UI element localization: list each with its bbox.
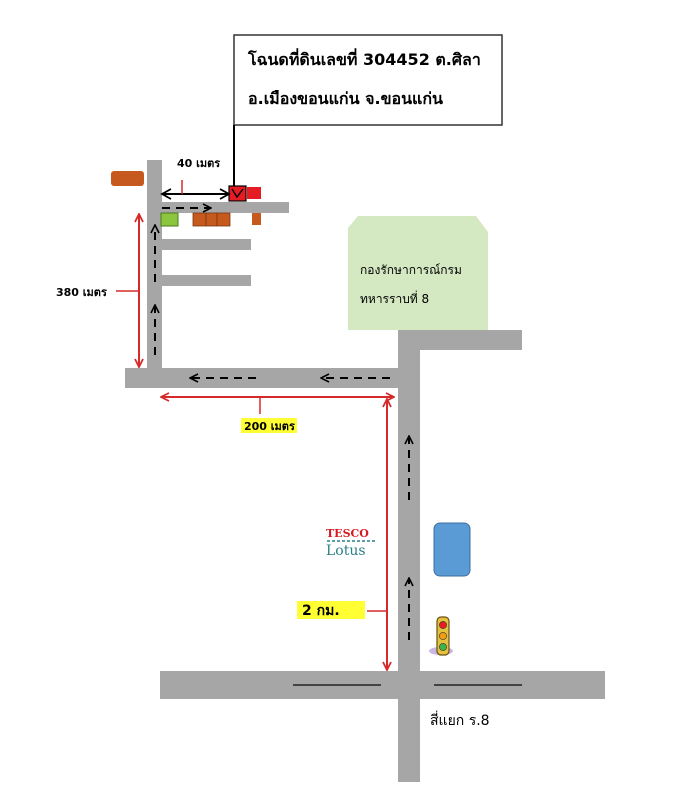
distance-380m-label: 380 เมตร	[56, 286, 107, 299]
brown-building-row-1	[192, 212, 207, 227]
army-camp-label-2: ทหารราบที่ 8	[360, 290, 429, 306]
red-building-beside-plot	[247, 187, 261, 199]
army-camp-label-1: กองรักษาการณ์กรม	[360, 263, 462, 277]
army-camp-area	[348, 216, 488, 330]
main-road-top-spur	[398, 330, 522, 350]
lotus-logo-text: Lotus	[326, 543, 366, 559]
blue-building	[433, 522, 471, 577]
plot-check-mark	[231, 188, 244, 199]
brown-building-row-3	[216, 212, 231, 227]
junction-label: สี่แยก ร.8	[430, 711, 490, 729]
soi-branch-2	[147, 275, 251, 286]
bottom-cross-road	[160, 671, 605, 699]
brown-building-row-2	[205, 212, 218, 227]
distance-2km-label: 2 กม.	[302, 603, 340, 619]
deed-number-text: โฉนดที่ดินเลขที่ 304452 ต.ศิลา	[247, 48, 481, 69]
soi-branch-1	[147, 239, 251, 250]
target-plot-marker-icon	[228, 185, 247, 202]
distance-2km-highlight	[297, 601, 365, 619]
soi-road-top-branch	[147, 202, 289, 213]
deed-info-box	[233, 34, 503, 126]
tesco-logo-text: TESCO	[326, 527, 369, 540]
roads	[125, 160, 605, 782]
distance-200m-highlight	[241, 418, 297, 433]
connecting-road-horizontal	[125, 368, 420, 388]
direction-arrow-icon	[155, 208, 409, 640]
brown-building-small	[252, 213, 261, 225]
deed-location-text: อ.เมืองขอนแก่น จ.ขอนแก่น	[248, 89, 443, 108]
traffic-light-icon	[429, 616, 453, 656]
green-building	[160, 212, 179, 227]
distance-40m-label: 40 เมตร	[177, 157, 220, 170]
brown-building-top-left	[111, 171, 144, 186]
distance-200m-label: 200 เมตร	[244, 420, 295, 433]
main-road-vertical	[398, 330, 420, 782]
